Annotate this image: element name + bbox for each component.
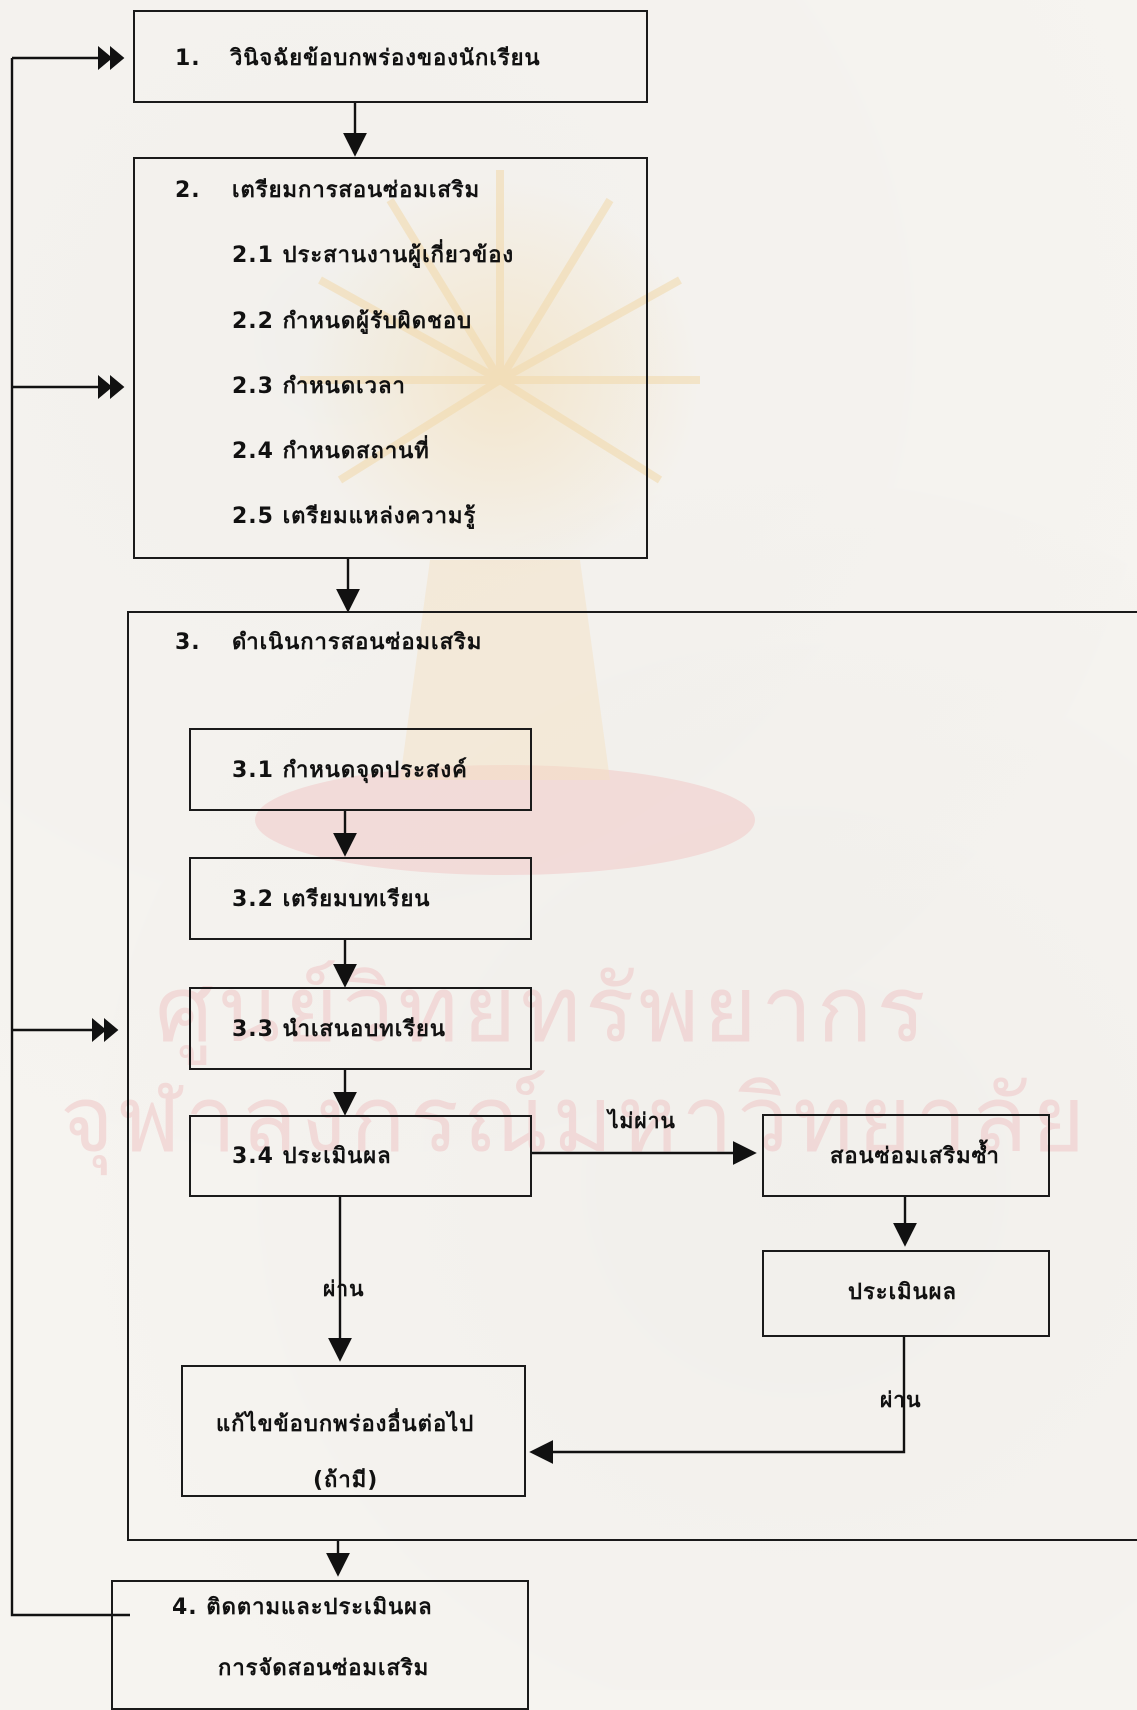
step3-2-label: 3.2 เตรียมบทเรียน bbox=[232, 887, 431, 912]
step4-line2: การจัดสอนซ่อมเสริม bbox=[218, 1656, 430, 1681]
step3-4-label: 3.4 ประเมินผล bbox=[232, 1144, 392, 1169]
feedback-loop-line bbox=[10, 58, 130, 1617]
step3-number: 3. bbox=[175, 630, 201, 655]
reassess-label: ประเมินผล bbox=[848, 1280, 958, 1305]
fail-label: ไม่ผ่าน bbox=[608, 1109, 676, 1133]
step2-item-3: 2.3 กำหนดเวลา bbox=[232, 374, 406, 399]
step1-number: 1. bbox=[175, 46, 201, 71]
reteach-label: สอนซ่อมเสริมซ้ำ bbox=[830, 1144, 1000, 1169]
step3-1-label: 3.1 กำหนดจุดประสงค์ bbox=[232, 758, 468, 783]
step3-2-box bbox=[189, 857, 532, 940]
step1-label: วินิจฉัยข้อบกพร่องของนักเรียน bbox=[230, 46, 541, 71]
step2-number: 2. bbox=[175, 178, 201, 203]
step2-item-5: 2.5 เตรียมแหล่งความรู้ bbox=[232, 504, 477, 529]
reteach-box bbox=[762, 1114, 1050, 1197]
next-defect-line1: แก้ไขข้อบกพร่องอื่นต่อไป bbox=[216, 1412, 475, 1437]
step3-4-box bbox=[189, 1115, 532, 1197]
step2-box bbox=[133, 157, 648, 559]
step3-1-box bbox=[189, 728, 532, 811]
step3-3-box bbox=[189, 987, 532, 1070]
step2-item-1: 2.1 ประสานงานผู้เกี่ยวข้อง bbox=[232, 243, 515, 268]
step3-3-label: 3.3 นำเสนอบทเรียน bbox=[232, 1017, 446, 1042]
step3-box bbox=[127, 611, 1137, 1541]
step2-item-4: 2.4 กำหนดสถานที่ bbox=[232, 439, 430, 464]
step1-box bbox=[133, 10, 648, 103]
arrow-reassess-next bbox=[529, 1337, 906, 1464]
step3-label: ดำเนินการสอนซ่อมเสริม bbox=[232, 630, 483, 655]
step4-line1: 4. ติดตามและประเมินผล bbox=[172, 1595, 433, 1620]
step2-label: เตรียมการสอนซ่อมเสริม bbox=[232, 178, 481, 203]
reassess-box bbox=[762, 1250, 1050, 1337]
next-defect-box bbox=[181, 1365, 526, 1497]
pass-label-right: ผ่าน bbox=[880, 1388, 922, 1412]
next-defect-line2: (ถ้ามี) bbox=[313, 1468, 379, 1493]
step2-item-2: 2.2 กำหนดผู้รับผิดชอบ bbox=[232, 309, 473, 334]
pass-label-left: ผ่าน bbox=[323, 1277, 365, 1301]
